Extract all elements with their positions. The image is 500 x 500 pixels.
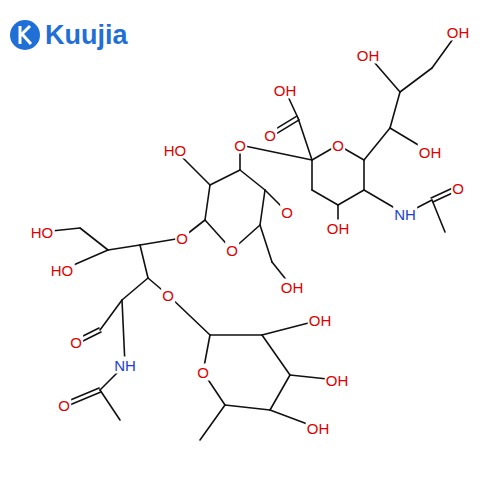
atom-label: OH [326,220,351,237]
bond-line [432,200,445,232]
bond-line [364,128,390,160]
atom-label: O [225,242,239,259]
bond-line [210,334,262,336]
bond-line [122,278,148,300]
atom-label: O [233,137,247,154]
bond-line [262,335,290,375]
bond-line [80,228,108,250]
atom-label: O [196,364,210,381]
bond-line [100,300,122,330]
atom-label: HO [163,142,188,159]
logo-glyph [20,26,31,44]
bond-line [210,170,240,185]
atom-label: OH [418,144,443,161]
bond-line [205,185,210,220]
bond-line [270,375,290,410]
bond-line [260,225,272,262]
atom-label: OH [306,420,331,437]
bond-line [338,190,364,205]
bond-line [260,190,265,225]
atom-label: O [263,127,277,144]
atom-label: O [280,204,294,221]
bond-line [240,170,265,190]
atom-label: O [161,287,175,304]
atom-label: OH [325,372,350,389]
bond-lines [42,32,459,440]
atom-label: OH [308,312,333,329]
bond-line [225,405,270,410]
atom-label: OH [280,279,305,296]
watermark: Kuujia [44,21,129,50]
bond-line [390,92,400,128]
bond-line [140,245,148,278]
bond-line [298,118,312,160]
atom-label: NH [393,206,417,223]
atom-label: OH [356,47,381,64]
bond-line [400,68,432,92]
bond-line [122,300,125,365]
bond-line [200,405,225,440]
logo-circle [10,20,40,50]
atom-label: O [451,180,465,197]
bond-line [312,190,338,205]
atom-label: O [69,334,83,351]
bond-line [100,390,120,420]
atom-label: NH [113,357,137,374]
bond-line [363,160,365,190]
watermark-logo [10,20,40,50]
atom-label: O [331,137,345,154]
bond-line [108,245,140,250]
atom-label: HO [50,262,75,279]
atom-label: O [57,397,71,414]
bond-line [240,145,312,160]
atom-label: OH [446,24,471,41]
bond-line [311,160,313,190]
atom-label: O [175,230,189,247]
atom-label: HO [30,224,55,241]
atom-label: OH [273,82,298,99]
